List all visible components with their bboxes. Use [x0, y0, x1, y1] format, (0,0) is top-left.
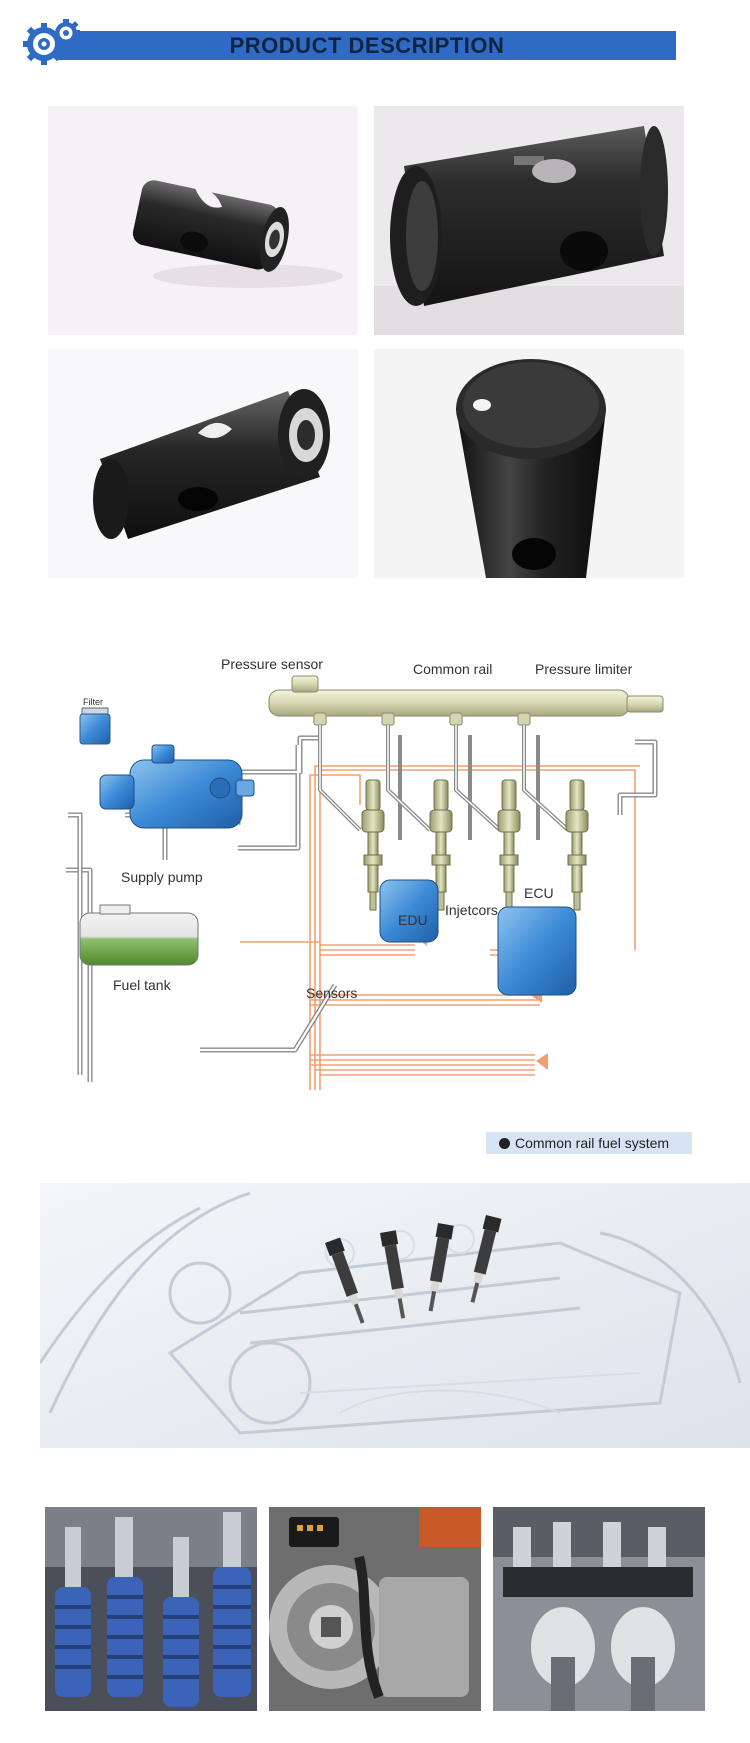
pressure-limiter-label: Pressure limiter: [535, 661, 633, 677]
edu-label: EDU: [398, 912, 428, 928]
header: PRODUCT DESCRIPTION: [22, 18, 700, 65]
supply-pump-label: Supply pump: [121, 869, 203, 885]
fuel-pump-photo: [269, 1507, 481, 1711]
valve-springs-photo: [45, 1507, 257, 1711]
black-sleeve-photo-small: [48, 106, 358, 335]
bullet-icon: [499, 1138, 510, 1149]
filter-label: Filter: [83, 697, 103, 707]
black-sleeve-photo-large: [374, 106, 684, 335]
gears-icon: [22, 18, 84, 68]
pressure-sensor-label: Pressure sensor: [221, 656, 323, 672]
injector-group: [325, 1215, 502, 1324]
black-sleeve-photo-angled: [48, 349, 358, 578]
black-sleeve-photo-top: [374, 349, 684, 578]
injector-shape: [361, 779, 385, 911]
common-rail-diagram: Pressure sensor Common rail Pressure lim…: [60, 650, 700, 1115]
engine-cutaway-photo: [493, 1507, 705, 1711]
sensors-label: Sensors: [306, 985, 357, 1001]
injectors-label: Injetcors: [445, 902, 498, 918]
fuel-tank-label: Fuel tank: [113, 977, 172, 993]
diagram-caption: Common rail fuel system: [486, 1132, 692, 1154]
caption-text: Common rail fuel system: [515, 1135, 670, 1151]
engine-injectors-illustration: [40, 1183, 750, 1448]
common-rail-label: Common rail: [413, 661, 492, 677]
page-title: PRODUCT DESCRIPTION: [229, 33, 505, 58]
supply-pump-shape: [99, 744, 255, 829]
header-bar: [58, 31, 676, 60]
ecu-label: ECU: [524, 885, 554, 901]
